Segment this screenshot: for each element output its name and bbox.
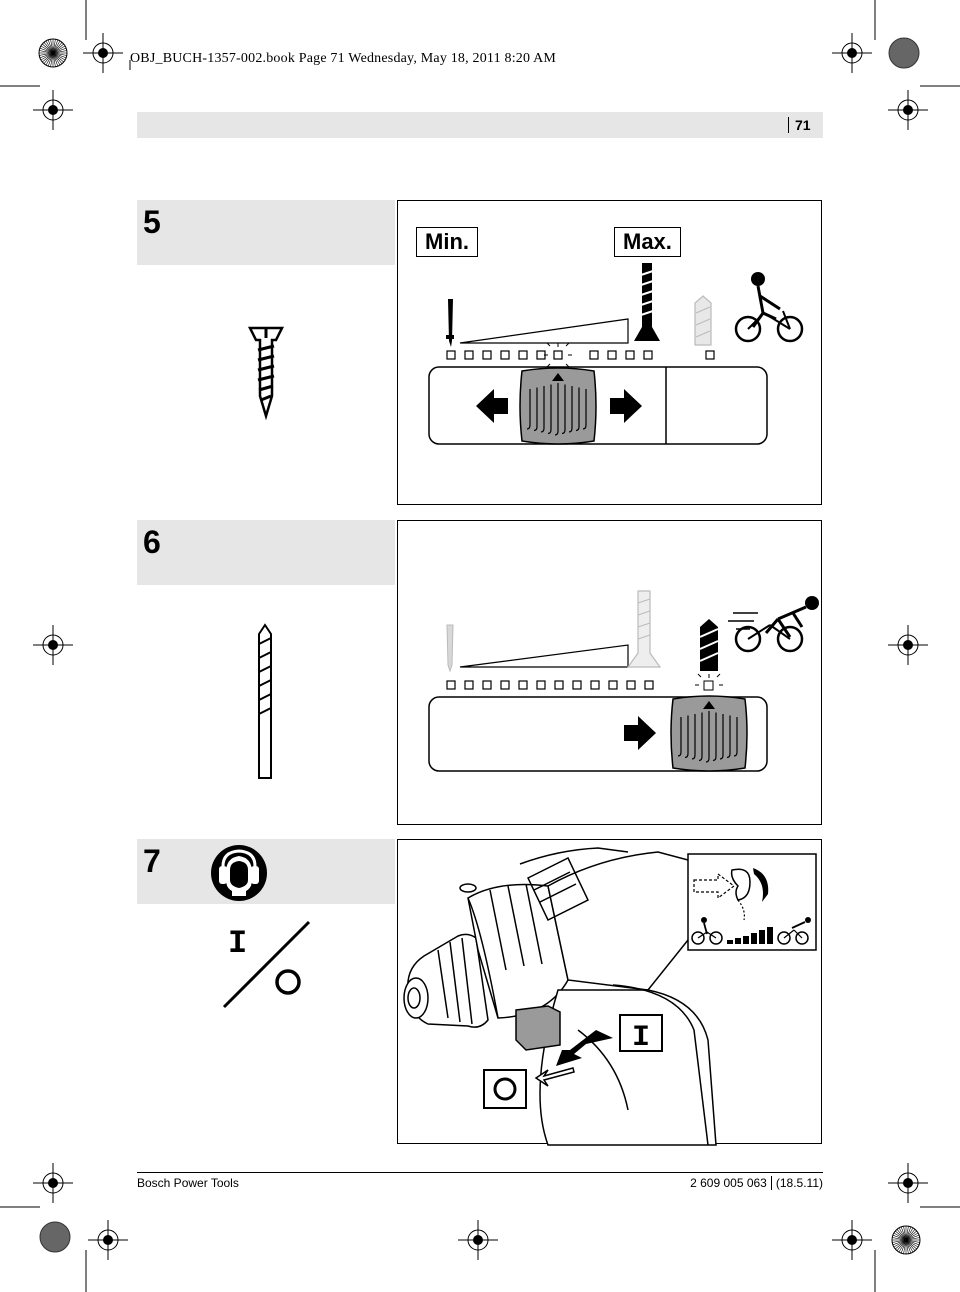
indicator-light-icon	[695, 673, 723, 691]
section-6-panel	[397, 520, 822, 825]
twist-drill-bit-icon	[258, 623, 272, 779]
arrow-left-icon	[476, 389, 508, 423]
torque-scale	[446, 350, 715, 360]
release-trigger-arrow-icon	[534, 1067, 575, 1087]
torque-selector-diagram-6	[428, 590, 819, 772]
top-band	[137, 112, 823, 138]
arrow-right-icon	[610, 389, 642, 423]
footer-doc-code: 2 609 005 063	[690, 1176, 772, 1190]
arrow-right-icon	[624, 716, 656, 750]
torque-ramp	[459, 318, 629, 344]
section-5-panel: Min. Max.	[397, 200, 822, 505]
book-header-line: OBJ_BUCH-1357-002.book Page 71 Wednesday…	[130, 51, 557, 66]
on-off-symbol-diagram	[222, 920, 311, 1009]
cyclist-slow-icon	[734, 272, 804, 343]
section-6-number: 6	[143, 524, 161, 560]
drill-bit-gray-icon	[694, 295, 712, 346]
large-screw-icon	[634, 263, 660, 341]
large-screw-gray-icon	[626, 590, 662, 668]
small-screw-gray-icon	[446, 624, 454, 673]
trigger-press-dashed-arrow-icon	[693, 872, 735, 900]
speed-control-inset	[687, 853, 817, 951]
speed-bars	[727, 927, 773, 944]
drill-bit-black-icon	[699, 619, 719, 671]
torque-selector-diagram-5	[428, 263, 804, 445]
footer-doc-date: (18.5.11)	[775, 1176, 823, 1190]
section-7-panel: I	[397, 839, 822, 1146]
hearing-protection-icon	[211, 845, 267, 901]
section-5-band	[137, 200, 395, 265]
section-6-band	[137, 520, 395, 585]
torque-ramp	[459, 644, 629, 668]
section-7-number: 7	[143, 843, 161, 879]
switch-on-symbol: I	[228, 925, 248, 962]
switch-on-box-label: I	[632, 1021, 650, 1055]
on-off-trigger[interactable]	[515, 1005, 561, 1051]
small-screw-icon	[446, 299, 454, 347]
switch-off-symbol	[275, 969, 301, 995]
drill-driver-illustration: I	[403, 847, 817, 1146]
section-5-number: 5	[143, 204, 161, 240]
page-number: 71	[788, 117, 811, 133]
selector-housing	[428, 366, 768, 445]
footer-doc-ref: 2 609 005 063(18.5.11)	[690, 1176, 823, 1190]
wood-screw-icon	[247, 326, 285, 421]
min-label: Min.	[416, 227, 478, 257]
switch-off-box	[483, 1069, 527, 1109]
press-trigger-arrow-icon	[556, 1030, 613, 1066]
footer-publisher: Bosch Power Tools	[137, 1176, 239, 1190]
switch-on-box	[619, 1014, 663, 1052]
torque-scale	[446, 680, 654, 690]
max-label: Max.	[614, 227, 681, 257]
torque-selector-knob[interactable]	[519, 367, 597, 445]
cyclist-fast-small-icon	[777, 917, 811, 945]
torque-selector-knob[interactable]	[670, 695, 748, 772]
cyclist-slow-small-icon	[691, 917, 723, 945]
cyclist-fast-icon	[728, 596, 819, 653]
footer-rule	[137, 1172, 823, 1173]
